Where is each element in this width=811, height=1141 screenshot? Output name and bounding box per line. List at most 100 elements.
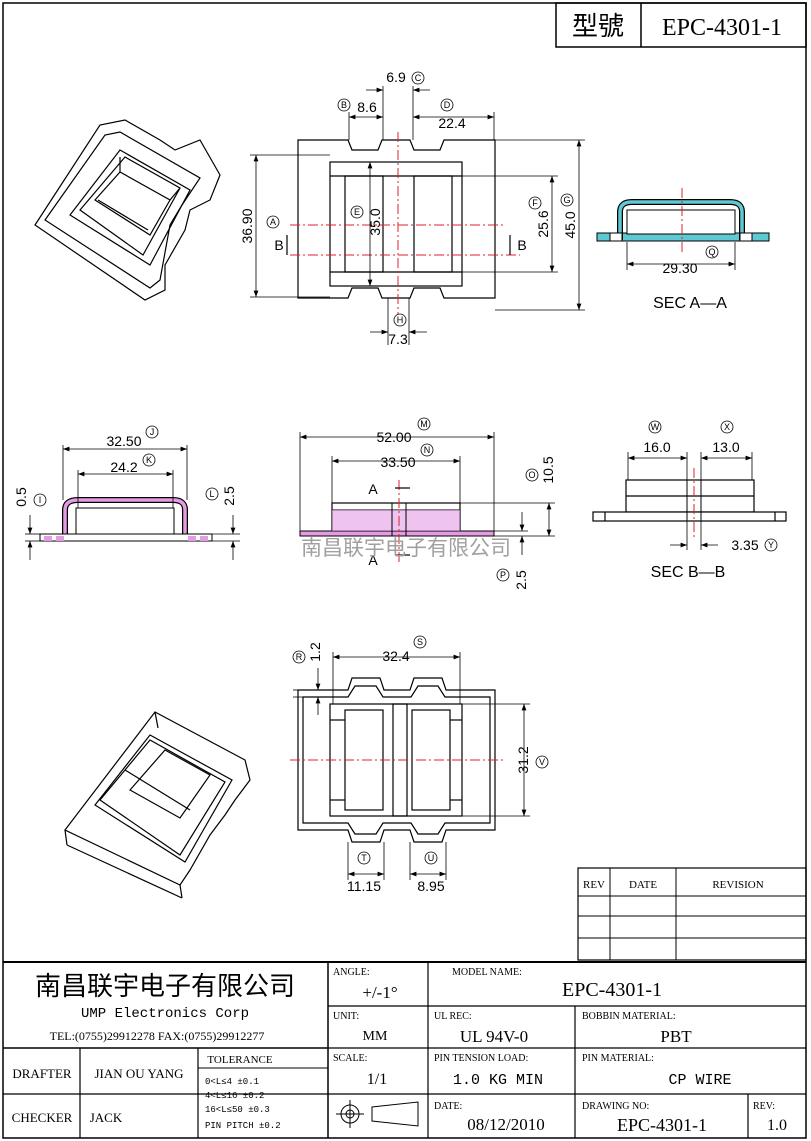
dim-n: 33.50 bbox=[380, 454, 415, 470]
callout-l: L bbox=[209, 489, 214, 499]
tolerance-1: 0<L≤4 ±0.1 bbox=[205, 1077, 259, 1087]
front-center-view bbox=[299, 480, 495, 565]
dim-k: 24.2 bbox=[110, 459, 137, 475]
callout-d: D bbox=[444, 100, 451, 110]
callout-q: Q bbox=[708, 247, 715, 257]
dim-e: 35.0 bbox=[367, 208, 383, 235]
callout-r: R bbox=[296, 652, 303, 662]
pin-material-value: CP WIRE bbox=[668, 1072, 731, 1089]
callout-k: K bbox=[146, 455, 152, 465]
ul-label: UL REC: bbox=[434, 1011, 472, 1022]
rev-header: REV bbox=[583, 879, 605, 891]
callout-h: H bbox=[397, 315, 404, 325]
company-contact: TEL:(0755)29912278 FAX:(0755)29912277 bbox=[50, 1029, 265, 1043]
bobbin-material-label: BOBBIN MATERIAL: bbox=[582, 1011, 676, 1022]
dim-j: 32.50 bbox=[106, 433, 141, 449]
callout-g: G bbox=[563, 195, 570, 205]
callout-b: B bbox=[341, 100, 347, 110]
sec-aa-label: SEC A—A bbox=[653, 295, 727, 312]
callout-o: O bbox=[528, 470, 535, 480]
callout-i: I bbox=[39, 495, 42, 505]
callout-t: T bbox=[361, 853, 367, 863]
top-view bbox=[286, 132, 520, 320]
section-b-right: B bbox=[517, 237, 526, 253]
section-a-top: A bbox=[368, 481, 378, 497]
callout-s: S bbox=[417, 637, 423, 647]
drafter-label: DRAFTER bbox=[12, 1066, 72, 1081]
callout-n: N bbox=[424, 445, 431, 455]
bobbin-material-value: PBT bbox=[660, 1027, 692, 1046]
scale-label: SCALE: bbox=[333, 1053, 367, 1064]
drawing-no-label: DRAWING NO: bbox=[582, 1101, 649, 1112]
model-name-value: EPC-4301-1 bbox=[562, 979, 662, 1001]
dim-g: 45.0 bbox=[562, 211, 578, 238]
company-cn: 南昌联宇电子有限公司 bbox=[35, 972, 295, 1001]
callout-m: M bbox=[420, 419, 428, 429]
tolerance-2: 4<L≤16 ±0.2 bbox=[205, 1091, 264, 1101]
dim-s: 32.4 bbox=[382, 648, 409, 664]
front-center-dimensions bbox=[299, 432, 555, 555]
header-box: 型號 EPC-4301-1 bbox=[555, 2, 807, 48]
model-name-label: MODEL NAME: bbox=[452, 967, 522, 978]
dim-m: 52.00 bbox=[376, 429, 411, 445]
dim-v: 31.2 bbox=[515, 746, 531, 773]
pin-material-label: PIN MATERIAL: bbox=[582, 1053, 654, 1064]
section-b-left: B bbox=[274, 237, 283, 253]
projection-symbol-icon bbox=[336, 1100, 419, 1128]
dim-q: 29.30 bbox=[662, 260, 697, 276]
unit-label: UNIT: bbox=[333, 1011, 359, 1022]
front-left-view bbox=[39, 497, 213, 542]
sec-bb-view bbox=[592, 468, 787, 540]
sec-aa-view bbox=[596, 188, 770, 255]
callout-a: A bbox=[270, 217, 276, 227]
sec-bb-label: SEC B—B bbox=[651, 564, 726, 581]
dim-h: 7.3 bbox=[388, 331, 408, 347]
callout-p: P bbox=[500, 570, 506, 580]
dim-i: 0.5 bbox=[13, 487, 29, 507]
callout-j: J bbox=[150, 427, 155, 437]
revision-table: REV DATE REVISION bbox=[577, 867, 807, 961]
callout-w: W bbox=[651, 422, 660, 432]
dim-r: 1.2 bbox=[307, 642, 323, 662]
drawing-no-value: EPC-4301-1 bbox=[617, 1115, 707, 1135]
bottom-view-dimensions bbox=[293, 652, 530, 880]
front-left-dimensions bbox=[25, 445, 240, 560]
callout-c: C bbox=[415, 73, 422, 83]
watermark: 南昌联宇电子有限公司 bbox=[301, 537, 511, 560]
drafter-name: JIAN OU YANG bbox=[94, 1066, 183, 1081]
date-label: DATE: bbox=[434, 1101, 462, 1112]
unit-value: MM bbox=[363, 1029, 388, 1044]
dim-y: 3.35 bbox=[731, 537, 758, 553]
dim-b: 8.6 bbox=[357, 99, 377, 115]
dim-f: 25.6 bbox=[535, 210, 551, 237]
callout-u: U bbox=[428, 853, 435, 863]
callout-y: Y bbox=[768, 540, 774, 550]
tolerance-3: 16<L≤50 ±0.3 bbox=[205, 1105, 270, 1115]
dim-x: 13.0 bbox=[712, 439, 739, 455]
revision-header: REVISION bbox=[712, 879, 763, 891]
sec-aa-dimensions bbox=[626, 242, 736, 270]
pin-tension-label: PIN TENSION LOAD: bbox=[434, 1053, 528, 1064]
ul-value: UL 94V-0 bbox=[460, 1027, 528, 1046]
dim-u: 8.95 bbox=[417, 878, 444, 894]
dim-l: 2.5 bbox=[221, 486, 237, 506]
rev-label: REV: bbox=[753, 1101, 775, 1112]
date-value: 08/12/2010 bbox=[467, 1115, 544, 1134]
tolerance-4: PIN PITCH ±0.2 bbox=[205, 1121, 281, 1131]
dim-o: 10.5 bbox=[540, 456, 556, 483]
dim-d: 22.4 bbox=[438, 115, 465, 131]
rev-value: 1.0 bbox=[767, 1117, 787, 1134]
angle-label: ANGLE: bbox=[333, 967, 370, 978]
type-label: 型號 bbox=[572, 12, 624, 41]
dim-w: 16.0 bbox=[643, 439, 670, 455]
scale-value: 1/1 bbox=[367, 1071, 387, 1088]
dim-t: 11.15 bbox=[347, 878, 381, 894]
iso-view-top bbox=[34, 119, 221, 301]
tolerance-label: TOLERANCE bbox=[207, 1054, 272, 1066]
iso-view-bottom bbox=[64, 711, 251, 899]
section-a-bottom: A bbox=[368, 552, 378, 568]
top-view-dimensions bbox=[250, 86, 585, 345]
pin-tension-value: 1.0 KG MIN bbox=[453, 1072, 543, 1089]
